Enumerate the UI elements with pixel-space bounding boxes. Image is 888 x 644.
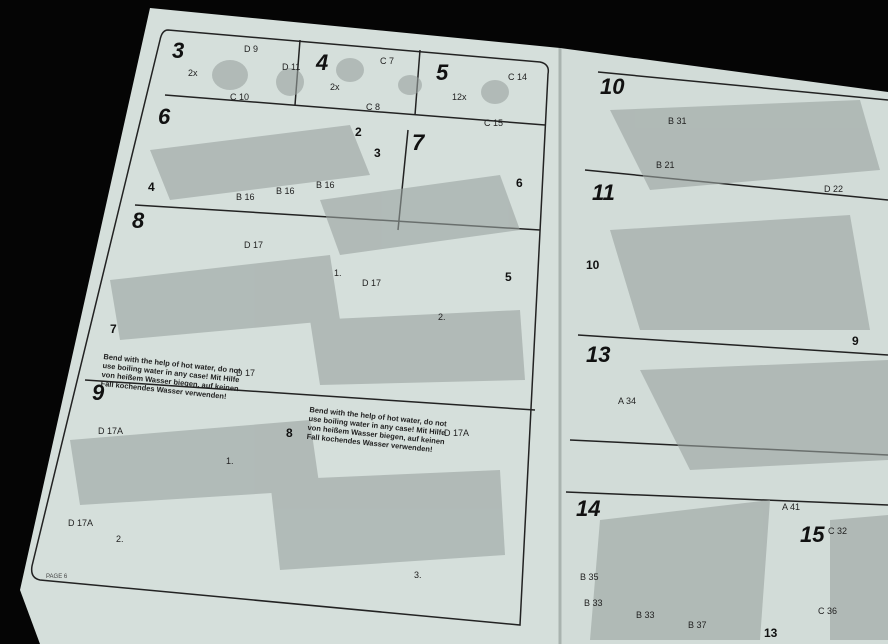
part-label: D 17A <box>68 518 94 528</box>
step-4-number: 4 <box>316 50 329 75</box>
part-label: C 10 <box>230 92 250 102</box>
arrow-label: 2. <box>438 312 446 322</box>
step-6-number: 6 <box>158 104 171 129</box>
part-label: 7 <box>110 322 117 336</box>
arrow-label: 3. <box>414 570 422 580</box>
part-label: C 8 <box>366 102 381 112</box>
part-label: D 17 <box>236 368 256 378</box>
part-label: C 36 <box>818 606 838 616</box>
step-7-number: 7 <box>412 130 425 155</box>
page-number: PAGE 6 <box>46 574 68 580</box>
part-label: B 31 <box>668 116 687 126</box>
part-label: 5 <box>505 270 512 284</box>
qty-label: 12x <box>452 92 467 102</box>
part-label: 8 <box>286 426 293 440</box>
step-5-number: 5 <box>436 60 449 85</box>
part-label: C 32 <box>828 526 848 536</box>
part-label: C 14 <box>508 72 528 82</box>
part-label: A 34 <box>618 396 637 406</box>
step-11-number: 11 <box>592 180 615 205</box>
part-label: 13 <box>764 626 778 640</box>
part-label: B 33 <box>636 610 655 620</box>
part-label: D 11 <box>282 62 301 72</box>
step-15-number: 15 <box>800 522 825 547</box>
drawings <box>70 58 888 640</box>
part-label: B 37 <box>688 620 707 630</box>
arrow-label: 1. <box>334 268 342 278</box>
part-label: D 17 <box>244 240 264 250</box>
part-label: B 35 <box>580 572 599 582</box>
part-label: 4 <box>148 180 155 194</box>
step-14-number: 14 <box>576 496 601 521</box>
arrow-label: 1. <box>226 456 234 466</box>
part-label: D 9 <box>244 44 259 54</box>
qty-label: 2x <box>330 82 340 92</box>
step-13-number: 13 <box>586 342 611 367</box>
step-9-number: 9 <box>92 380 105 405</box>
part-label: 2 <box>355 125 362 139</box>
part-label: B 21 <box>656 160 675 170</box>
part-label: C 7 <box>380 56 395 66</box>
step-3-number: 3 <box>172 38 185 63</box>
part-label: C 15 <box>484 118 504 128</box>
part-label: 3 <box>374 146 381 160</box>
step-10-number: 10 <box>600 74 625 99</box>
part-label: 10 <box>586 258 600 272</box>
part-label: B 16 <box>276 186 295 196</box>
part-label: D 17 <box>362 278 382 288</box>
step-8-number: 8 <box>132 208 145 233</box>
part-label: D 17A <box>98 426 124 436</box>
part-label: 9 <box>852 334 859 348</box>
part-label: B 16 <box>236 192 255 202</box>
part-label: B 16 <box>316 180 335 190</box>
part-label: D 17A <box>444 428 470 438</box>
part-label: 6 <box>516 176 523 190</box>
qty-label: 2x <box>188 68 198 78</box>
part-label: A 41 <box>782 502 801 512</box>
part-label: D 22 <box>824 184 844 194</box>
arrow-label: 2. <box>116 534 124 544</box>
part-label: B 33 <box>584 598 603 608</box>
